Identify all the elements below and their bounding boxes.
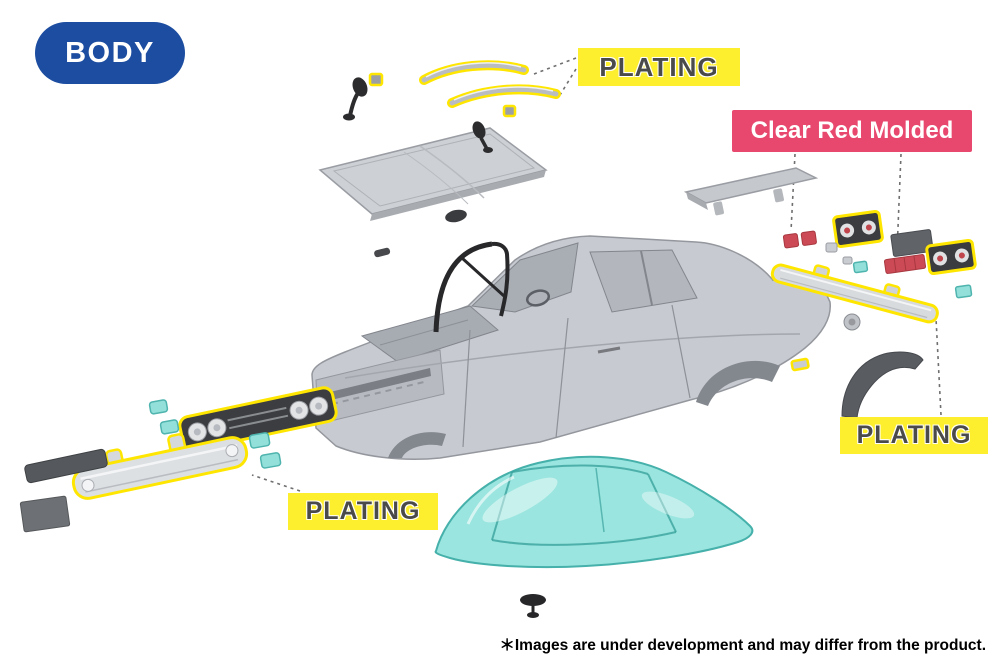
rearview-mirror-part: [520, 594, 546, 618]
small-clip-part: [374, 247, 391, 258]
car-body-shell: [311, 235, 831, 460]
front-lip-part: [24, 448, 108, 484]
tail-light-panel-parts: [832, 209, 977, 276]
front-grille-part: [178, 386, 338, 452]
side-marker-part: [790, 357, 810, 372]
hood-vent-part: [445, 209, 467, 223]
hood-part: [318, 127, 548, 221]
plating-callout-bottom-left: PLATING: [288, 493, 438, 530]
engine-bay-opening: [360, 305, 500, 363]
plating-callout-right: PLATING: [840, 417, 988, 454]
plated-clip-parts: [368, 72, 517, 118]
windshield-opening: [470, 242, 579, 313]
body-section-badge: BODY: [35, 22, 185, 84]
development-disclaimer: ＊Images are under development and may di…: [499, 637, 986, 654]
door-handle: [597, 346, 621, 354]
steering-wheel: [525, 289, 551, 307]
roll-cage-part: [433, 241, 510, 333]
plating-callout-top: PLATING: [578, 48, 740, 86]
clear-red-molded-callout: Clear Red Molded: [732, 110, 972, 152]
front-panel-part: [19, 495, 71, 533]
rear-spoiler-part: [683, 167, 819, 216]
rear-small-parts: [825, 242, 973, 299]
door-mirror-parts: [343, 77, 493, 153]
front-wheel-arch: [388, 432, 446, 458]
leader-lines: [251, 57, 942, 492]
rear-bumper-part: [770, 263, 939, 324]
fuel-cap-part: [843, 313, 861, 331]
clear-window-canopy-part: [434, 455, 754, 569]
rear-wheel-arch: [696, 360, 780, 406]
rear-fender-arch-part: [841, 351, 924, 419]
window-trim-strip-parts: [419, 60, 561, 108]
clear-red-tail-lens-parts: [782, 230, 927, 274]
rear-dark-panel-part: [890, 229, 934, 257]
front-bumper-part: [71, 433, 249, 500]
side-window-opening: [589, 249, 698, 313]
front-turn-signal-lens-parts: [148, 399, 282, 469]
